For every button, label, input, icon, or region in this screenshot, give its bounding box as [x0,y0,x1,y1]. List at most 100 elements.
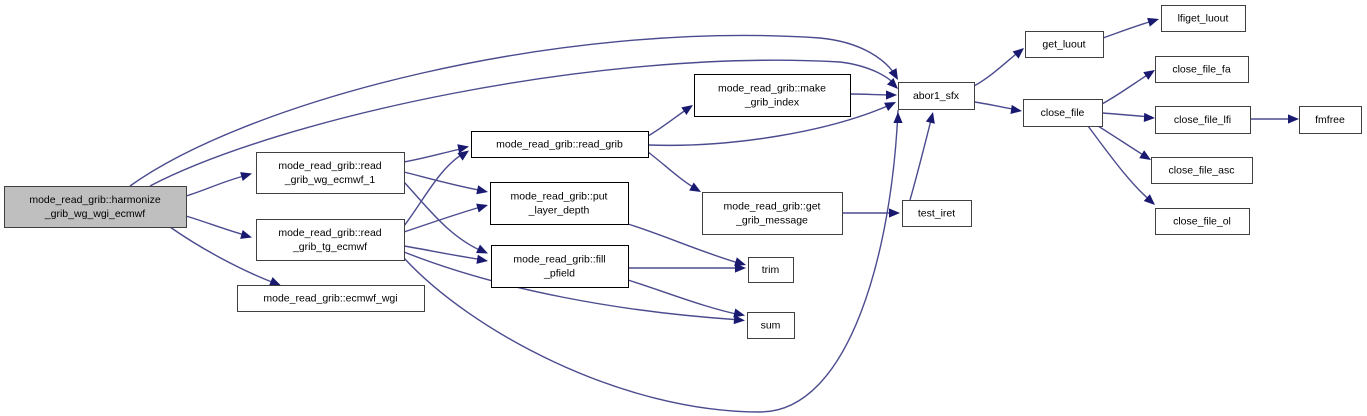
node-label: abor1_sfx [913,90,960,102]
edge-read_tg-to-sum [403,251,745,325]
node-box[interactable] [471,131,649,158]
edge-arrowhead [269,277,281,286]
edge-read_tg-to-put_layer_depth [403,203,488,233]
node-box[interactable] [1023,99,1103,127]
edge-read_tg-to-fill_pfield [403,245,488,264]
node-label: mode_read_grib::read_grib [496,138,623,150]
edge-test_iret-to-abor1_sfx [909,112,935,201]
node-close_file[interactable]: close_file [1023,99,1103,127]
node-label-line1: mode_read_grib::read [278,160,381,172]
node-close_file_asc[interactable]: close_file_asc [1151,157,1253,184]
node-fill_pfield[interactable]: mode_read_grib::fill_pfield [491,245,629,288]
node-put_layer_depth[interactable]: mode_read_grib::put_layer_depth [490,182,629,225]
edge-harmonize-to-read_wg [185,172,252,197]
node-box[interactable] [4,186,187,228]
node-box[interactable] [1155,208,1250,235]
node-label: trim [762,264,780,276]
edge-arrowhead [888,68,898,80]
edge-arrowhead [1288,114,1299,124]
node-label: lfiget_luout [1178,12,1229,24]
edge-arrowhead [689,182,701,192]
edge-harmonize-to-abor1_sfx_top [129,34,898,187]
node-label-line1: mode_read_grib::get [724,200,821,212]
edge-harmonize-to-read_tg [185,215,252,239]
node-close_file_ol[interactable]: close_file_ol [1155,208,1250,235]
node-box[interactable] [237,285,425,312]
node-close_file_fa[interactable]: close_file_fa [1155,56,1249,83]
node-abor1_sfx[interactable]: abor1_sfx [898,82,975,110]
node-trim[interactable]: trim [748,257,794,283]
edge-arrowhead [1139,150,1151,160]
edge-arrowhead [1143,70,1155,80]
node-box[interactable] [256,219,405,261]
node-box[interactable] [490,182,629,225]
edge-arrowhead [476,203,488,213]
node-read_tg[interactable]: mode_read_grib::read_grib_tg_ecmwf [256,219,405,261]
node-box[interactable] [1161,5,1246,32]
node-label-line1: mode_read_grib::fill [513,253,605,265]
edge-close_file-to-close_file_fa [1101,70,1155,105]
node-get_luout[interactable]: get_luout [1025,31,1104,58]
node-lfiget_luout[interactable]: lfiget_luout [1161,5,1246,32]
node-ecmwf_wgi[interactable]: mode_read_grib::ecmwf_wgi [237,285,425,312]
node-box[interactable] [1155,56,1249,83]
node-sum[interactable]: sum [747,312,795,339]
edge-arrowhead [735,263,746,273]
edge-fill_pfield-to-trim [628,263,746,273]
node-box[interactable] [694,74,851,117]
node-box[interactable] [702,192,843,235]
edge-arrowhead [733,308,745,318]
edge-arrowhead [893,112,903,123]
node-box[interactable] [1155,106,1251,134]
edge-read_grib-to-get_grib_message [647,151,701,192]
node-label-line2: _layer_depth [528,204,590,216]
edge-harmonize-to-abor1_sfx_top2 [149,59,898,187]
node-box[interactable] [747,312,795,339]
node-label-line2: _grib_index [744,96,800,108]
node-label-line2: _grib_wg_ecmwf_1 [284,174,376,186]
edge-read_wg-to-fill_pfield [403,181,488,254]
edge-read_tg-to-abor1_sfx_bottom [403,109,903,413]
node-make_grib_index[interactable]: mode_read_grib::make_grib_index [694,74,851,117]
node-box[interactable] [898,82,975,110]
node-label-line1: mode_read_grib::make [718,82,826,94]
node-box[interactable] [491,245,629,288]
edge-arrowhead [925,112,935,124]
node-harmonize[interactable]: mode_read_grib::harmonize_grib_wg_wgi_ec… [4,186,187,228]
edge-arrowhead [889,208,900,218]
node-box[interactable] [1025,31,1104,58]
node-get_grib_message[interactable]: mode_read_grib::get_grib_message [702,192,843,235]
edge-arrowhead [476,254,488,264]
edge-arrowhead [240,172,252,181]
node-label: mode_read_grib::ecmwf_wgi [263,292,397,304]
node-read_grib[interactable]: mode_read_grib::read_grib [471,131,649,158]
edge-arrowhead [1143,112,1155,123]
edge-arrowhead [733,314,745,325]
edge-close_file-to-close_file_lfi [1101,112,1155,123]
edge-arrowhead [886,90,897,100]
node-read_wg[interactable]: mode_read_grib::read_grib_wg_ecmwf_1 [256,152,405,194]
node-fmfree[interactable]: fmfree [1299,106,1362,134]
node-close_file_lfi[interactable]: close_file_lfi [1155,106,1251,134]
edge-get_grib_message-to-test_iret [842,208,900,218]
node-label: fmfree [1315,114,1345,126]
edge-make_grib_index-to-abor1_sfx [849,90,897,100]
node-label: close_file_lfi [1174,114,1231,126]
edge-arrowhead [1147,17,1159,27]
edge-arrowhead [734,257,746,267]
edges-layer [129,17,1299,413]
node-box[interactable] [256,152,405,194]
edge-read_grib-to-abor1_sfx [647,102,896,147]
node-box[interactable] [748,257,794,283]
edge-arrowhead [476,244,488,254]
node-box[interactable] [1299,106,1362,134]
edge-arrowhead [1012,48,1024,59]
node-test_iret[interactable]: test_iret [902,200,972,227]
node-label-line1: mode_read_grib::read [278,227,381,239]
edge-close_file-to-close_file_ol [1087,125,1155,205]
node-box[interactable] [1151,157,1253,184]
edge-arrowhead [681,105,693,115]
node-box[interactable] [902,200,972,227]
node-label: get_luout [1042,38,1085,50]
